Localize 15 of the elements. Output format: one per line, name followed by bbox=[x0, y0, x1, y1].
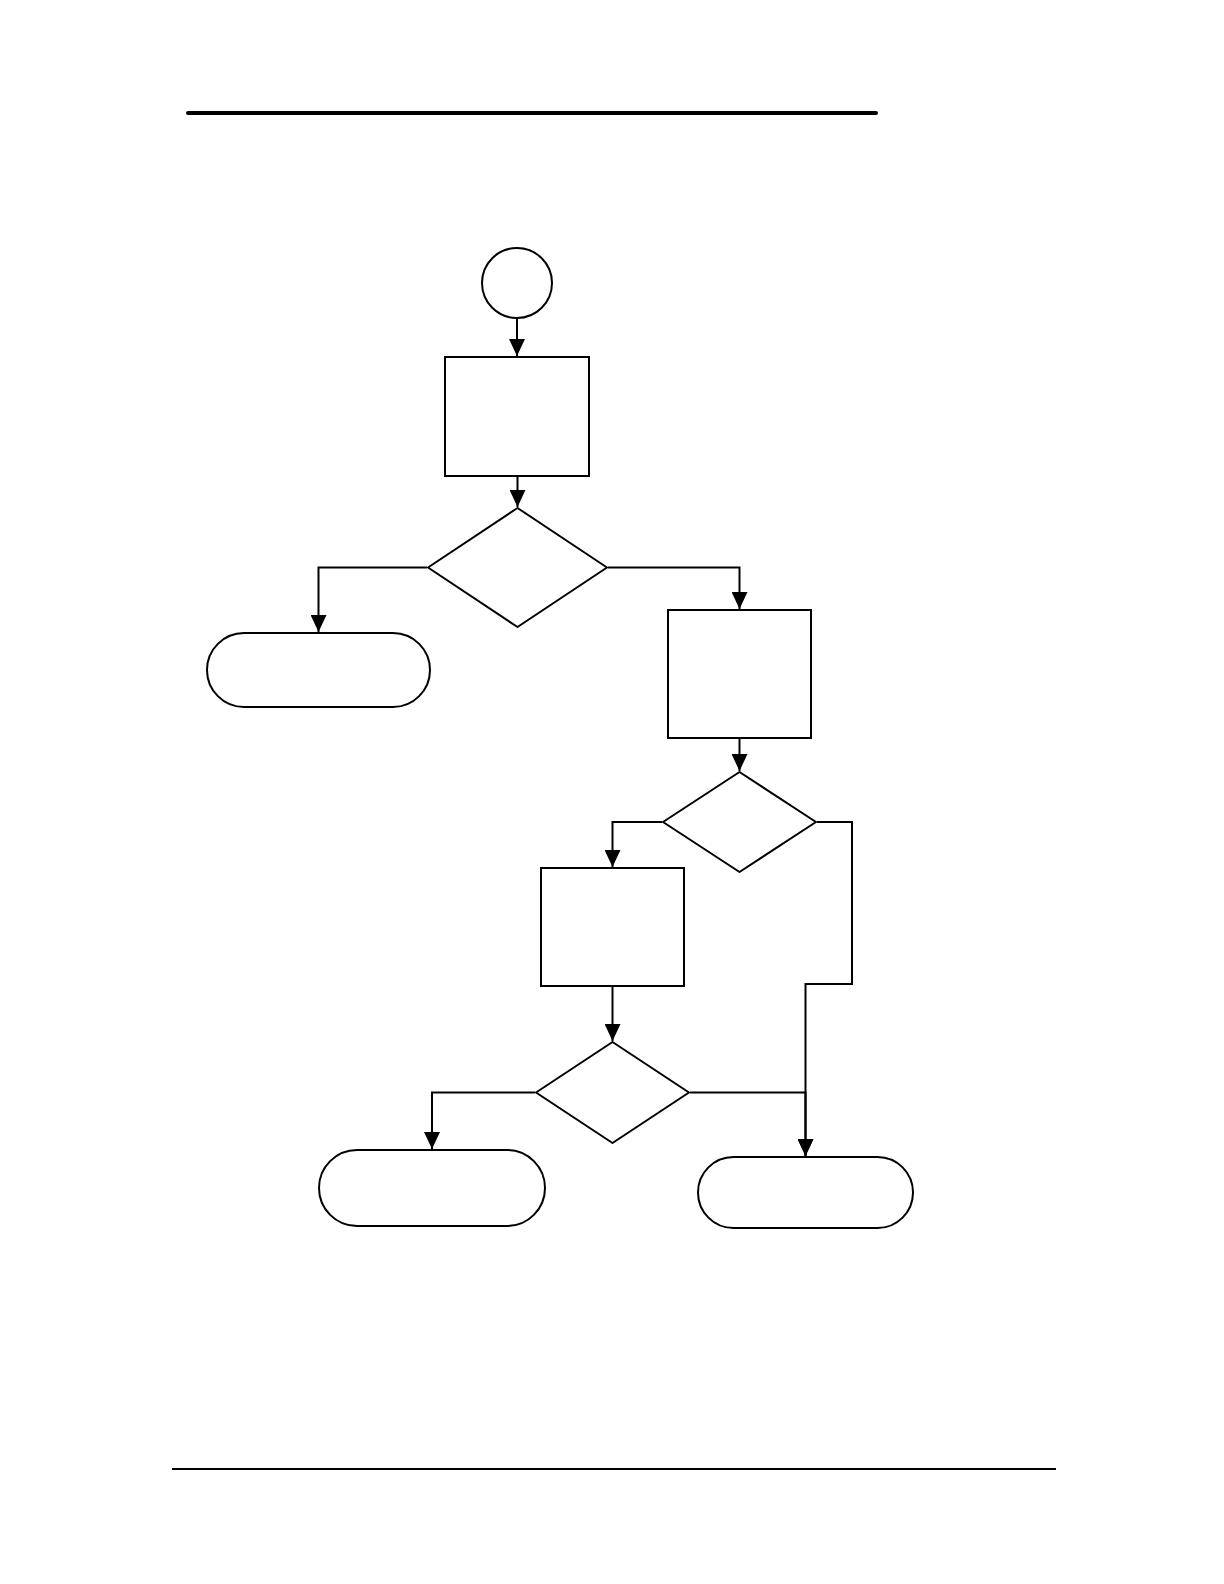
arrow bbox=[689, 1091, 814, 1157]
arrow bbox=[731, 738, 748, 772]
arrow bbox=[424, 1091, 536, 1150]
process-box bbox=[667, 609, 812, 739]
decision-diamond bbox=[427, 507, 608, 628]
process-box bbox=[444, 356, 590, 477]
arrow bbox=[604, 986, 621, 1042]
arrow bbox=[310, 566, 428, 633]
arrow bbox=[607, 566, 748, 610]
process-box bbox=[540, 867, 685, 987]
decision-diamond bbox=[535, 1041, 690, 1144]
arrow bbox=[509, 318, 525, 357]
arrow bbox=[509, 476, 526, 508]
decision-diamond bbox=[662, 771, 817, 873]
arrow bbox=[604, 821, 663, 868]
